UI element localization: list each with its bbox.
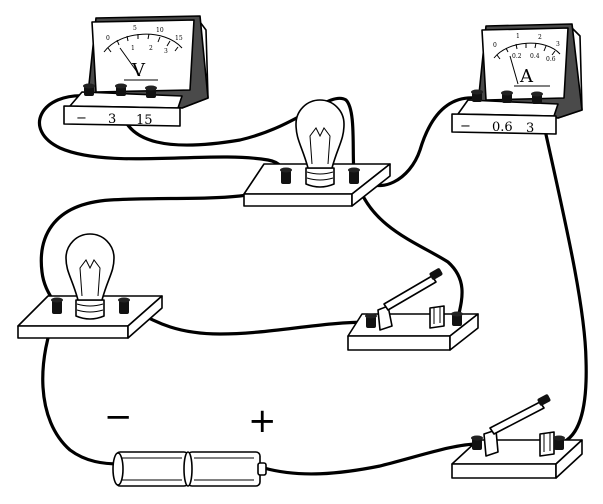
voltmeter-face xyxy=(91,19,195,93)
lamp-left-socket xyxy=(75,299,105,320)
ammeter-scale-top-label: 2 xyxy=(538,34,542,41)
wire-voltmeter-3v-to-bulb-top-right xyxy=(118,94,356,176)
voltmeter-terminal-3v[interactable] xyxy=(115,83,127,97)
lamp-left-base-front xyxy=(17,325,129,339)
lamp-top-socket xyxy=(305,167,335,188)
lamp-top-filament xyxy=(309,127,331,165)
ammeter-scale-bottom-label: 0.2 xyxy=(512,53,522,60)
voltmeter-scale-top-label: 10 xyxy=(156,27,164,34)
wire-bulb-top-right-to-switch-top-right xyxy=(356,182,464,320)
ammeter-scale-top-label: 0 xyxy=(493,42,497,49)
battery-positive-sign: + xyxy=(248,401,277,441)
ammeter-needle xyxy=(509,55,519,85)
voltmeter-needle xyxy=(119,47,141,77)
voltmeter-scale-top-label: 5 xyxy=(133,25,137,32)
switch-upper-handle[interactable] xyxy=(429,268,443,281)
switch-lower-terminal-right[interactable] xyxy=(553,435,565,451)
battery-terminal-negative[interactable] xyxy=(112,452,124,486)
ammeter-scale-bottom-label: 0.6 xyxy=(546,56,556,63)
battery-negative-sign: − xyxy=(104,397,133,437)
switch-upper-clip-post xyxy=(429,305,445,329)
ammeter-symbol: A xyxy=(519,66,534,87)
switch-lower-base-side xyxy=(555,439,583,479)
switch-upper-terminal-right[interactable] xyxy=(451,311,463,327)
voltmeter-terminal-label: 3 xyxy=(108,112,116,127)
wire-bulb-top-left-to-bulb-left-left xyxy=(39,180,286,308)
lamp-top-bulb xyxy=(295,99,345,169)
lamp-top-base-front xyxy=(243,193,353,207)
ammeter-terminal-label: 3 xyxy=(526,121,534,136)
voltmeter-symbol: V xyxy=(131,60,146,81)
ammeter-scale-arc xyxy=(493,42,561,59)
ammeter-scale-bottom-label: 0.4 xyxy=(530,53,540,60)
voltmeter-scale-bottom-label: 2 xyxy=(149,45,153,52)
switch-lower-clip-post xyxy=(539,431,555,457)
ammeter-terminal-label: − xyxy=(460,119,471,134)
switch-upper-base-front xyxy=(347,335,451,351)
ammeter-scale-top-label: 3 xyxy=(556,41,560,48)
ammeter-scale-top-label: 1 xyxy=(516,33,520,40)
switch-lower-handle[interactable] xyxy=(537,394,551,407)
lamp-top-base-side xyxy=(351,163,391,207)
voltmeter-scale-arc xyxy=(103,33,183,53)
ammeter-scale-ticks xyxy=(496,42,556,60)
battery: − + xyxy=(104,397,277,487)
ammeter-terminal-0-6a[interactable] xyxy=(501,90,513,104)
ammeter-terminal-negative[interactable] xyxy=(471,89,483,103)
wire-bulb-left-right-to-switch-top-left xyxy=(124,304,372,336)
wire-battery-positive-to-switch-bottom-left xyxy=(262,442,480,476)
lamp-top-terminal-right[interactable] xyxy=(348,167,360,185)
wire-ammeter-3a-to-switch-bottom-right xyxy=(536,96,588,446)
wire-voltmeter-negative-to-bulb-top-left xyxy=(38,94,288,178)
battery-cell-left xyxy=(115,451,189,487)
ammeter-terminal-label: 0.6 xyxy=(492,120,513,135)
lamp-left-terminal-right[interactable] xyxy=(118,297,130,315)
voltmeter-scale-top-label: 15 xyxy=(175,35,183,42)
switch-upper-blade xyxy=(383,275,437,311)
voltmeter-terminal-label: 15 xyxy=(136,113,153,128)
voltmeter-scale-ticks xyxy=(107,33,179,53)
voltmeter-scale-top-label: 0 xyxy=(106,35,110,42)
voltmeter-scale-bottom-label: 3 xyxy=(164,48,168,55)
ammeter-terminal-3a[interactable] xyxy=(531,91,543,105)
battery-terminal-positive[interactable] xyxy=(257,462,267,476)
switch-upper[interactable] xyxy=(347,268,479,351)
ammeter-face xyxy=(481,27,569,101)
voltmeter: 0 5 10 15 1 2 3 V − 3 15 xyxy=(63,15,209,128)
wire-bulb-top-right-to-ammeter-negative xyxy=(358,96,478,188)
lamp-left-terminal-left[interactable] xyxy=(51,297,63,315)
battery-cell-right xyxy=(187,451,261,487)
switch-lower[interactable] xyxy=(451,394,583,479)
lamp-top-terminal-left[interactable] xyxy=(280,167,292,185)
switch-lower-blade xyxy=(489,401,545,435)
ammeter: 0 1 2 3 0.2 0.4 0.6 A − 0.6 3 xyxy=(451,23,583,136)
ammeter-base-front xyxy=(451,113,557,135)
lamp-left-base-side xyxy=(127,295,163,339)
voltmeter-scale-bottom-label: 1 xyxy=(131,45,135,52)
voltmeter-terminal-negative[interactable] xyxy=(83,83,95,97)
voltmeter-terminal-15v[interactable] xyxy=(145,85,157,99)
wire-bulb-left-left-to-battery-negative xyxy=(41,306,122,466)
lamp-top xyxy=(243,99,391,207)
lamp-left-filament xyxy=(79,259,101,297)
switch-lower-base-front xyxy=(451,463,557,479)
switch-upper-base-side xyxy=(449,313,479,351)
voltmeter-base-front xyxy=(63,105,181,127)
switch-lower-terminal-left[interactable] xyxy=(471,435,483,451)
switch-upper-terminal-left[interactable] xyxy=(365,313,377,329)
voltmeter-terminal-label: − xyxy=(76,111,87,126)
lamp-left xyxy=(17,233,163,339)
